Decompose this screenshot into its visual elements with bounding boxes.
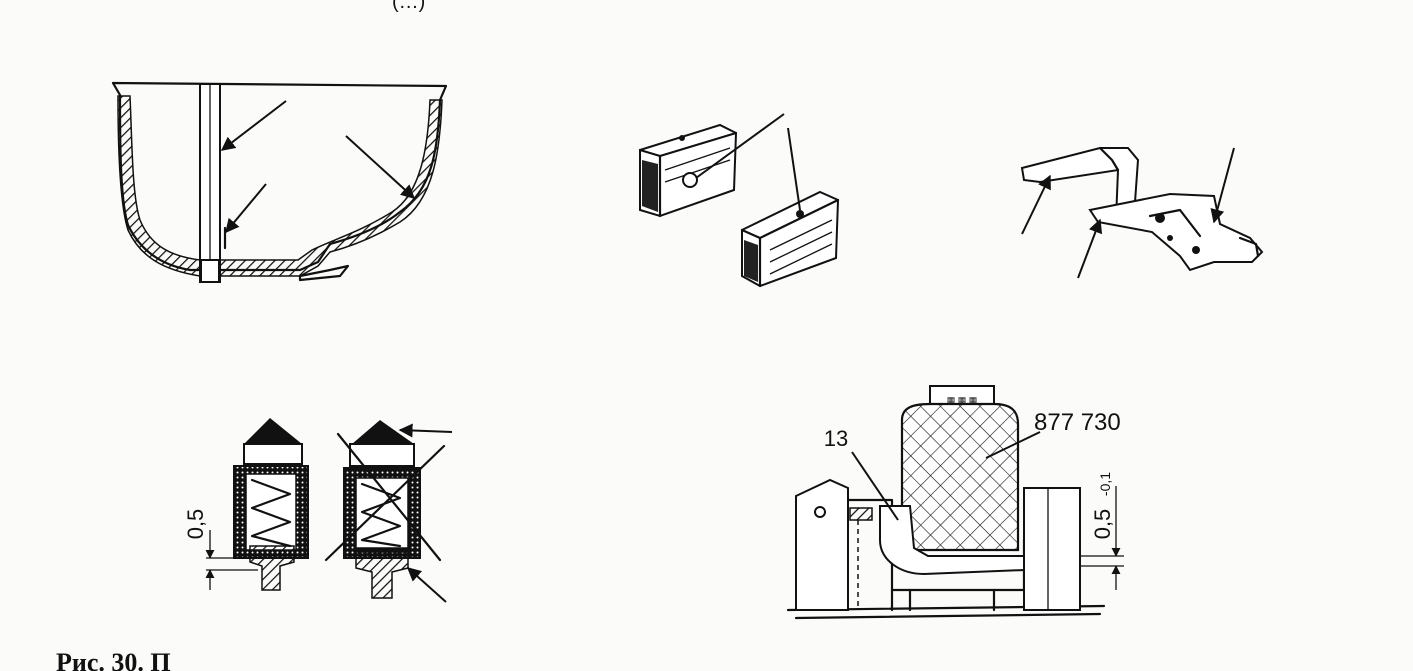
leader-13 xyxy=(851,451,899,521)
arrow-bracket-left xyxy=(1021,174,1051,235)
leader-gauge xyxy=(985,431,1041,459)
arrow-wall xyxy=(345,135,416,199)
gauge-dimension-label: 0,5 xyxy=(1090,509,1115,540)
arrow-valve-tip xyxy=(398,423,453,438)
float-gauge-figure: ▦ ▦ ▦ 13 877 730 0,5 -0,1 xyxy=(786,385,1124,620)
arrow-valve-base xyxy=(406,567,447,603)
label-13: 13 xyxy=(824,426,848,451)
cross-line-a xyxy=(336,432,442,562)
needle-valve-figure: 0,5 xyxy=(183,418,453,603)
header-fragment: (…) xyxy=(392,0,425,13)
float-lever-bracket xyxy=(1020,146,1264,279)
arrow-bracket-bottom xyxy=(1077,218,1103,279)
arrow-tube-bottom xyxy=(225,183,267,234)
leader-right-float xyxy=(787,127,801,211)
svg-text:▦ ▦ ▦: ▦ ▦ ▦ xyxy=(947,395,978,405)
gauge-tolerance-label: -0,1 xyxy=(1097,472,1113,496)
cross-line-b xyxy=(324,444,446,562)
figure-caption: Рис. 30. П xyxy=(56,648,171,671)
arrow-tube-top xyxy=(220,100,287,151)
float-chamber-section xyxy=(111,81,448,283)
leader-left-float xyxy=(695,113,785,179)
needle-dimension-label: 0,5 xyxy=(183,509,208,540)
gauge-label: 877 730 xyxy=(1034,409,1121,436)
arrow-bracket-right xyxy=(1210,147,1235,224)
float-pair xyxy=(638,113,840,288)
